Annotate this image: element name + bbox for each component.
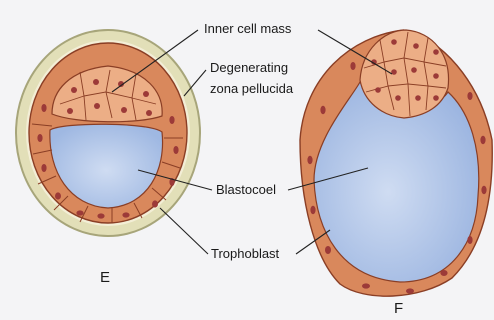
label-inner-cell-mass: Inner cell mass <box>204 21 292 36</box>
blastocyst-e <box>16 30 200 236</box>
panel-label-f: F <box>394 300 403 317</box>
label-zona-pellucida: zona pellucida <box>210 81 294 96</box>
label-blastocoel: Blastocoel <box>216 182 276 197</box>
label-degenerating: Degenerating <box>210 60 288 75</box>
blastocyst-f <box>300 30 492 296</box>
panel-label-e: E <box>100 269 110 286</box>
label-trophoblast: Trophoblast <box>211 246 280 261</box>
